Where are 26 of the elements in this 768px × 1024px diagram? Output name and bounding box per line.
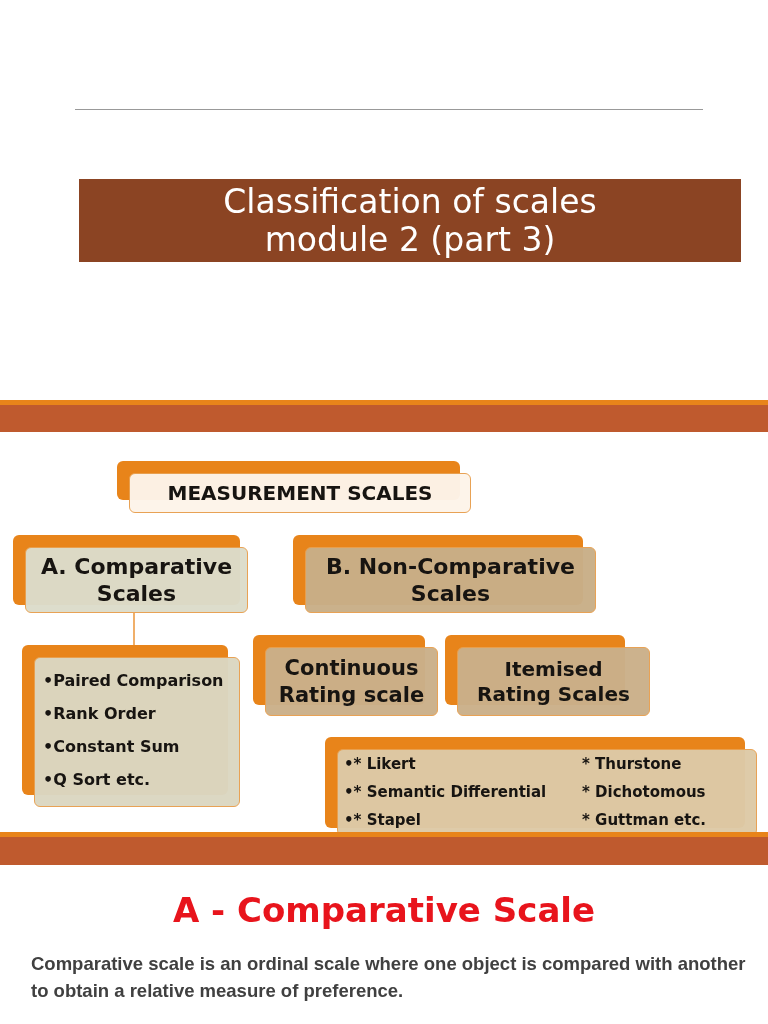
band-bar xyxy=(0,400,768,432)
box-label: A. Comparative Scales xyxy=(39,552,234,608)
category-box xyxy=(117,461,471,513)
category-box xyxy=(293,535,596,613)
paragraph: Comparative scale is an ordinal scale where one object is compared with another to obtain a relative measure of preference. xyxy=(31,952,747,1003)
list-box xyxy=(22,645,240,807)
list-item: •* Stapel xyxy=(344,811,421,831)
list-item: •Paired Comparison xyxy=(43,670,224,691)
box-label: MEASUREMENT SCALES xyxy=(167,480,433,506)
band-bar xyxy=(0,832,768,865)
list-item: * Dichotomous xyxy=(582,783,706,802)
category-box xyxy=(445,635,650,716)
list-item: •* Likert xyxy=(344,754,416,774)
list-item: •* Semantic Differential xyxy=(344,783,547,802)
list-item: •Constant Sum xyxy=(43,736,180,757)
category-box xyxy=(13,535,248,613)
list-item: •Q Sort etc. xyxy=(43,769,151,790)
list-item: * Thurstone xyxy=(582,754,682,774)
list-item: * Guttman etc. xyxy=(582,811,706,831)
category-box xyxy=(253,635,438,716)
list-item: •Rank Order xyxy=(43,703,156,724)
title-banner: Classification of scales module 2 (part 3) xyxy=(79,179,741,262)
section-heading: A - Comparative Scale xyxy=(171,890,597,930)
box-label: B. Non-Comparative Scales xyxy=(325,552,576,608)
box-label: Itemised Rating Scales xyxy=(476,656,631,707)
box-label: Continuous Rating scale xyxy=(277,655,426,708)
